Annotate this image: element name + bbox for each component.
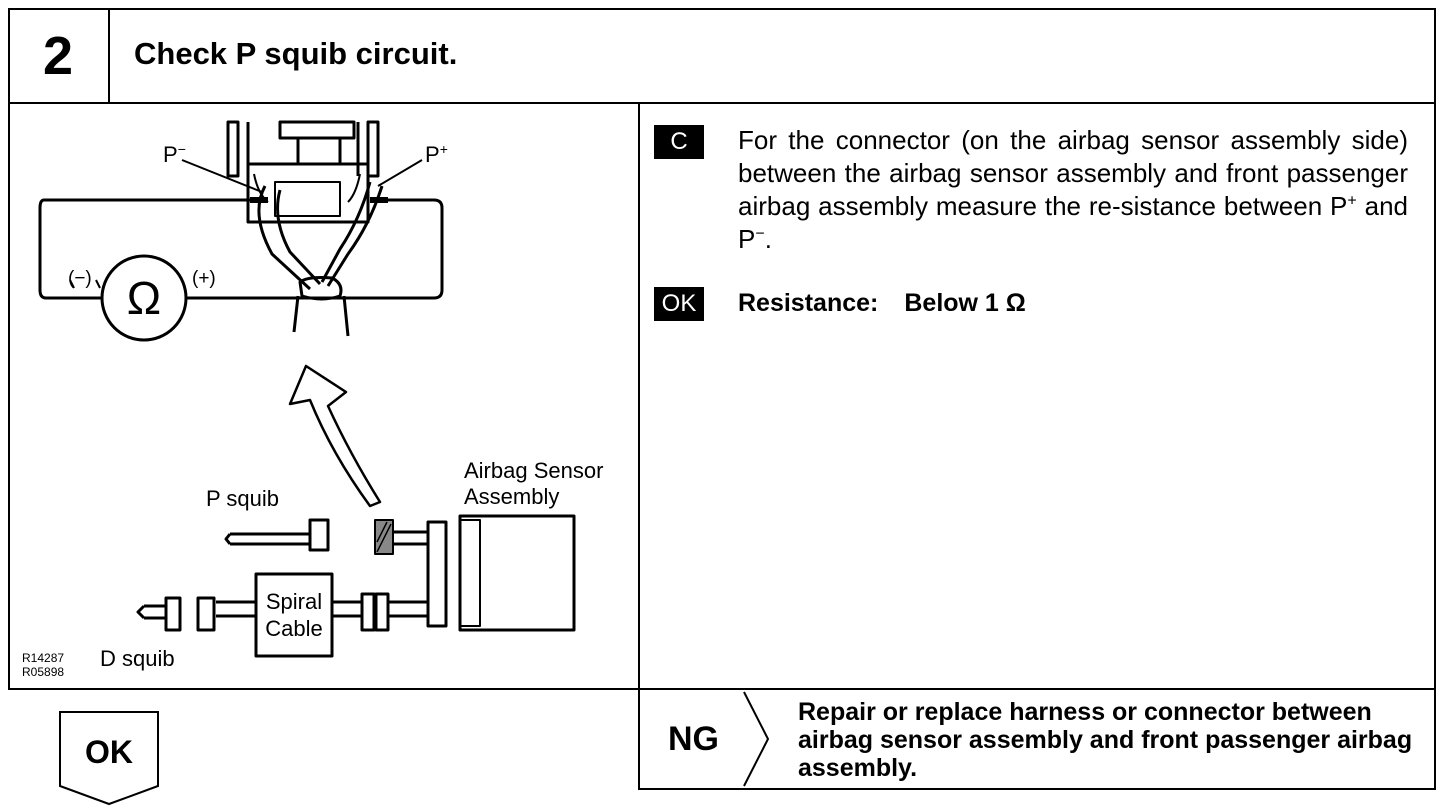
p-plus-label: P+ xyxy=(425,141,448,167)
sensor-label-line2: Assembly xyxy=(464,484,559,509)
ok-arrow-icon xyxy=(59,711,159,806)
hatched-connector-icon xyxy=(374,519,448,628)
ref-code-2: R05898 xyxy=(22,665,64,679)
p-squib-connector xyxy=(224,518,330,552)
column-divider xyxy=(638,102,640,790)
spiral-label-line1: Spiral xyxy=(266,589,322,614)
ohmmeter-icon xyxy=(100,254,188,342)
resistance-label: Resistance: xyxy=(738,289,879,317)
step-title: Check P squib circuit. xyxy=(134,36,458,71)
p-minus-label: P− xyxy=(163,141,186,167)
positive-terminal-label: (+) xyxy=(192,268,216,289)
ok-outcome-label: OK xyxy=(85,734,133,770)
d-squib-label: D squib xyxy=(100,646,175,671)
header-frame xyxy=(8,8,1436,104)
step-number: 2 xyxy=(8,8,110,104)
sensor-assembly-box xyxy=(458,514,576,632)
ohm-symbol: Ω xyxy=(127,272,161,324)
spiral-label-line2: Cable xyxy=(265,616,322,641)
ng-outcome-box xyxy=(638,688,1436,790)
ok-tag: OK xyxy=(654,287,704,321)
ref-code-1: R14287 xyxy=(22,651,64,665)
squib-circuit-diagram: P− P+ (−) (+) Ω P squib Airbag Sensor As… xyxy=(22,120,603,679)
negative-terminal-label: (−) xyxy=(68,268,92,289)
ng-chevron-icon xyxy=(743,691,770,787)
ng-label: NG xyxy=(668,720,719,758)
instruction-text: For the connector (on the airbag sensor … xyxy=(738,125,1408,254)
p-squib-label: P squib xyxy=(206,486,279,511)
check-tag: C xyxy=(654,125,704,159)
arrow-icon xyxy=(288,364,382,508)
resistance-spec: Resistance: Below 1 Ω xyxy=(738,289,1026,318)
connector-illustration xyxy=(38,120,444,342)
d-squib-connector xyxy=(136,596,216,632)
resistance-value: Below 1 Ω xyxy=(904,289,1026,317)
spiral-cable-box xyxy=(254,572,334,658)
ng-action-text: Repair or replace harness or connector b… xyxy=(798,698,1413,782)
sensor-label-line1: Airbag Sensor xyxy=(464,458,603,483)
